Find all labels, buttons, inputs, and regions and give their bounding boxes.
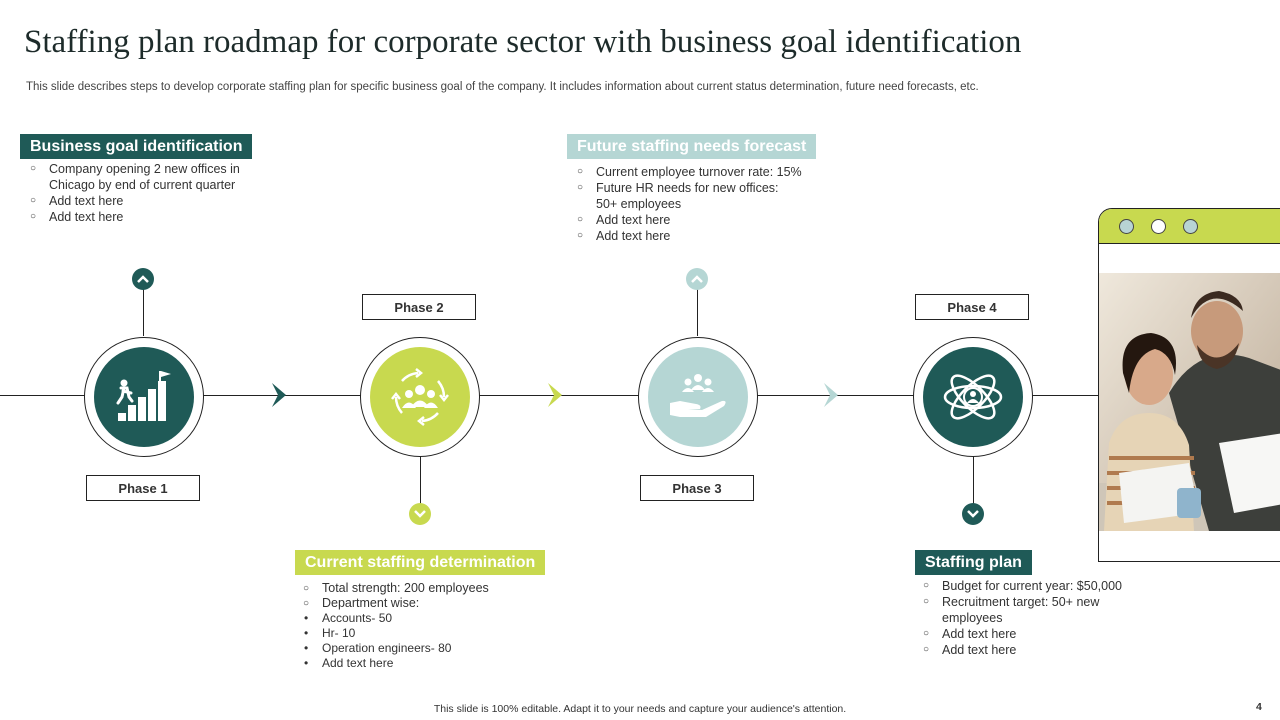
section-list: Current employee turnover rate: 15% Futu… — [577, 164, 827, 244]
phase-3-circle — [638, 337, 758, 457]
section-header: Future staffing needs forecast — [567, 134, 817, 159]
page-number: 4 — [1256, 701, 1262, 713]
list-item: Operation engineers- 80 — [303, 641, 555, 656]
connector-line-1 — [143, 288, 144, 336]
browser-window-frame — [1098, 208, 1280, 562]
list-item: Total strength: 200 employees — [303, 581, 555, 596]
chevron-right-icon — [824, 383, 838, 407]
phase-label-3: Phase 3 — [640, 475, 754, 501]
phase-label-1: Phase 1 — [86, 475, 200, 501]
slide-title: Staffing plan roadmap for corporate sect… — [24, 24, 1022, 60]
connector-line-2 — [420, 456, 421, 504]
list-item: employees — [942, 611, 1003, 625]
current-staffing-section: Current staffing determination Total str… — [295, 550, 555, 671]
phase-label-2: Phase 2 — [362, 294, 476, 320]
down-arrow-icon — [409, 503, 431, 525]
list-item: Chicago by end of current quarter — [49, 178, 236, 192]
hand-team-icon — [670, 374, 726, 417]
phase-1-circle — [84, 337, 204, 457]
stairs-flag-icon — [116, 371, 171, 421]
phase-4-circle — [913, 337, 1033, 457]
window-dot-icon — [1151, 218, 1166, 234]
list-item: Department wise: — [303, 596, 555, 611]
team-cycle-icon — [391, 368, 449, 426]
staffing-plan-section: Staffing plan Budget for current year: $… — [915, 550, 1145, 658]
list-item: 50+ employees — [596, 197, 682, 211]
list-item: Add text here — [923, 626, 1145, 642]
list-item: Company opening 2 new offices in — [30, 161, 270, 177]
list-item: Add text here — [303, 656, 555, 671]
list-item: Recruitment target: 50+ new — [923, 594, 1145, 610]
section-list: Company opening 2 new offices in Chicago… — [30, 161, 270, 225]
list-item: Accounts- 50 — [303, 611, 555, 626]
business-goal-section: Business goal identification Company ope… — [20, 134, 270, 225]
list-item: Add text here — [30, 193, 270, 209]
list-item: Hr- 10 — [303, 626, 555, 641]
window-dot-icon — [1119, 218, 1134, 234]
slide-subtitle: This slide describes steps to develop co… — [26, 81, 979, 93]
connector-line-4 — [973, 456, 974, 504]
future-forecast-section: Future staffing needs forecast Current e… — [567, 134, 827, 244]
list-item: Budget for current year: $50,000 — [923, 578, 1145, 594]
section-header: Current staffing determination — [295, 550, 546, 575]
window-dot-icon — [1183, 218, 1198, 234]
section-header: Business goal identification — [20, 134, 253, 159]
connector-line-3 — [697, 288, 698, 336]
list-item: Current employee turnover rate: 15% — [577, 164, 827, 180]
office-photo — [1099, 273, 1280, 531]
list-item: Add text here — [30, 209, 270, 225]
atom-person-icon — [943, 374, 1003, 420]
down-arrow-icon — [962, 503, 984, 525]
list-item: Future HR needs for new offices: — [577, 180, 827, 196]
section-list: Budget for current year: $50,000 Recruit… — [923, 578, 1145, 658]
footer-note: This slide is 100% editable. Adapt it to… — [433, 703, 847, 715]
up-arrow-icon — [132, 268, 154, 290]
phase-label-4: Phase 4 — [915, 294, 1029, 320]
list-item: Add text here — [577, 212, 827, 228]
list-item: Add text here — [923, 642, 1145, 658]
section-list: Total strength: 200 employees Department… — [303, 581, 555, 671]
timeline-line — [0, 395, 1100, 396]
list-item: Add text here — [577, 228, 827, 244]
up-arrow-icon — [686, 268, 708, 290]
section-header: Staffing plan — [915, 550, 1032, 575]
window-title-bar — [1099, 209, 1280, 244]
chevron-right-icon — [272, 383, 286, 407]
chevron-right-icon — [548, 383, 562, 407]
phase-2-circle — [360, 337, 480, 457]
